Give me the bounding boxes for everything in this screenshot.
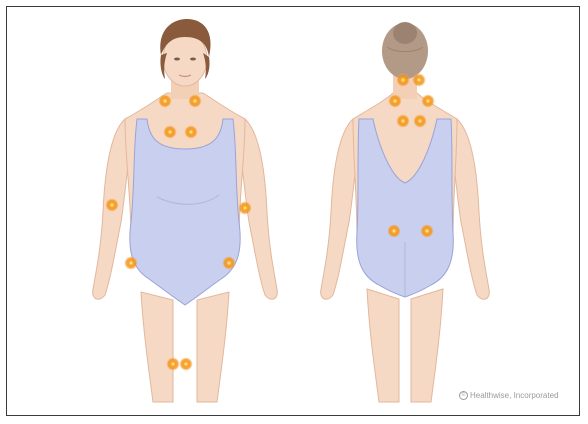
tender-point-marker bbox=[396, 114, 410, 128]
tender-points-illustration bbox=[7, 7, 581, 417]
tender-point-marker bbox=[184, 125, 198, 139]
image-frame: ©Healthwise, Incorporated bbox=[6, 6, 580, 416]
tender-point-marker bbox=[124, 256, 138, 270]
tender-point-marker bbox=[188, 94, 202, 108]
tender-point-marker bbox=[105, 198, 119, 212]
copyright-credit: ©Healthwise, Incorporated bbox=[459, 391, 559, 400]
tender-point-marker bbox=[387, 224, 401, 238]
tender-point-marker bbox=[396, 73, 410, 87]
tender-point-marker bbox=[238, 201, 252, 215]
credit-text: Healthwise, Incorporated bbox=[470, 391, 559, 400]
tender-point-marker bbox=[222, 256, 236, 270]
tender-point-marker bbox=[166, 357, 180, 371]
tender-point-marker bbox=[412, 73, 426, 87]
tender-point-marker bbox=[179, 357, 193, 371]
tender-point-marker bbox=[421, 94, 435, 108]
tender-point-marker bbox=[420, 224, 434, 238]
copyright-icon: © bbox=[459, 391, 468, 400]
tender-point-marker bbox=[388, 94, 402, 108]
tender-point-marker bbox=[413, 114, 427, 128]
tender-point-marker bbox=[163, 125, 177, 139]
tender-point-marker bbox=[158, 94, 172, 108]
